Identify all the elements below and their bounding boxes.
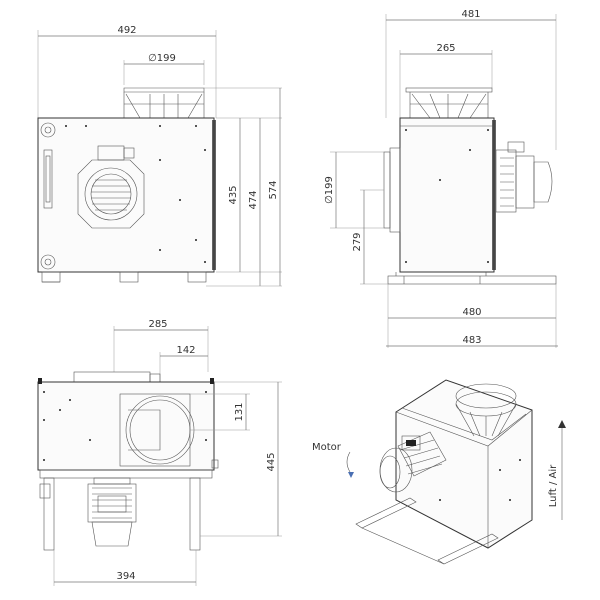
front-h1-label: 435 (228, 185, 239, 204)
side-center-label: 279 (352, 232, 363, 251)
plan-view: 285 142 (37, 319, 282, 586)
side-base2-label: 483 (462, 335, 481, 346)
plan-h445-label: 445 (266, 452, 277, 471)
isometric-view: Motor Luft / Air (312, 379, 566, 565)
plan-w142-label: 142 (176, 345, 195, 356)
side-view: 481 265 ∅199 (324, 9, 558, 348)
front-diameter-label: ∅199 (148, 53, 176, 64)
front-h2-label: 474 (248, 190, 259, 209)
side-offset-label: 265 (436, 43, 455, 54)
front-width-label: 492 (117, 25, 136, 36)
air-label: Luft / Air (548, 464, 559, 507)
front-view: 492 ∅199 (37, 25, 282, 287)
front-h3-label: 574 (268, 180, 279, 199)
plan-w394-label: 394 (116, 571, 135, 582)
plan-w285-label: 285 (148, 319, 167, 330)
side-base1-label: 480 (462, 307, 481, 318)
side-diameter-label: ∅199 (324, 176, 335, 204)
plan-h131-label: 131 (234, 402, 245, 421)
side-width-label: 481 (461, 9, 480, 20)
motor-label: Motor (312, 442, 342, 453)
